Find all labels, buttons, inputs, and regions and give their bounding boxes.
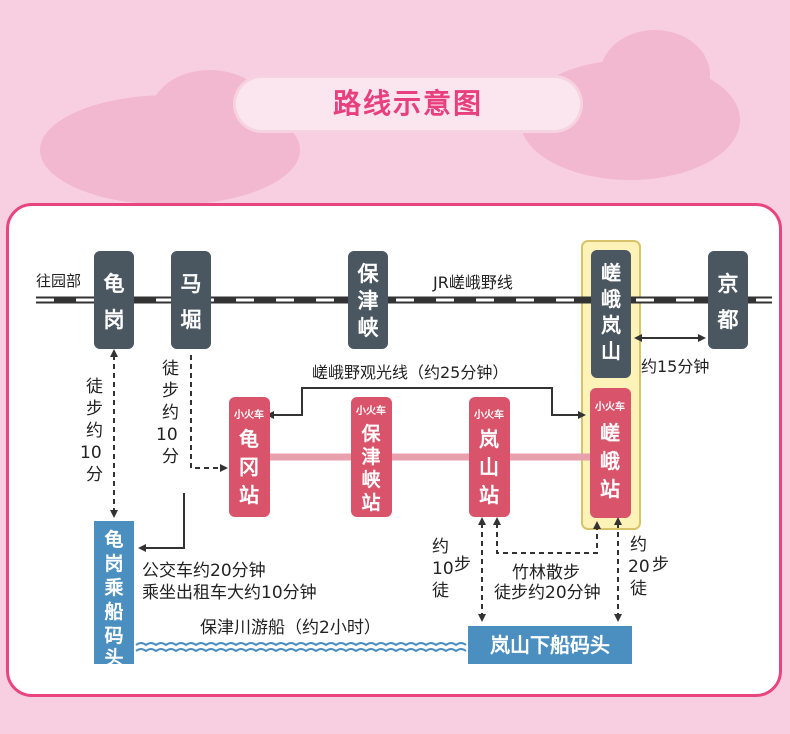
jr-station-umahori: 马 堀 — [171, 251, 211, 349]
to-kyoto-time: 约15分钟 — [641, 357, 709, 376]
torokko-prefix: 小火车 — [233, 408, 264, 421]
kameoka-pier: 龟 岗 乘 船 码 头 — [94, 521, 134, 669]
kameoka-walk-c1: 徒 — [86, 377, 103, 397]
kameoka-pier-c5: 码 — [104, 625, 123, 647]
umahori-walk-c1: 徒 — [162, 359, 179, 379]
torokko-station-kameoka: 小火车 龟 冈 站 — [229, 397, 270, 517]
bamboo-walk-arrow — [493, 517, 601, 554]
jr-line-label: JR嵯峨野线 — [432, 273, 513, 292]
torokko-hozukyo-c3: 峡 — [361, 468, 381, 491]
jr-left-end-label: 往园部 — [36, 272, 81, 290]
jr-station-umahori-char2: 堀 — [181, 308, 202, 332]
kameoka-pier-c1: 龟 — [104, 528, 123, 551]
jr-station-kyoto-char1: 京 — [718, 272, 739, 296]
jr-station-hozukyo-char1: 保 — [357, 262, 380, 286]
torokko-arashiyama-c3: 站 — [479, 483, 499, 507]
torokko-saga-c2: 峨 — [600, 449, 620, 473]
jr-station-umahori-char1: 马 — [181, 272, 202, 296]
jr-station-kameoka-char1: 龟 — [104, 272, 125, 296]
jr-station-saga-char4: 山 — [601, 339, 621, 363]
jr-station-kameoka-char2: 岗 — [104, 308, 125, 332]
jr-station-saga-char1: 嵯 — [601, 261, 621, 285]
umahori-walk-arrow — [190, 355, 228, 472]
torokko-kameoka-c2: 冈 — [239, 455, 259, 479]
umahori-walk-c2: 步 — [162, 381, 179, 401]
boat-route-wave-2 — [135, 648, 467, 653]
kameoka-walk-c2: 步 — [86, 399, 103, 419]
torokko-saga-c1: 嵯 — [600, 421, 620, 445]
kameoka-pier-c4: 船 — [104, 600, 123, 623]
ar-walk-c4: 步 — [454, 555, 471, 575]
ar-walk-c2: 10 — [432, 559, 454, 579]
torokko-prefix: 小火车 — [473, 408, 504, 421]
torokko-station-hozukyo: 小火车 保 津 峡 站 — [351, 397, 392, 517]
torokko-arashiyama-c2: 山 — [479, 455, 499, 479]
boat-label: 保津川游船（约2小时） — [200, 618, 381, 638]
torokko-station-saga: 小火车 嵯 峨 站 — [590, 388, 631, 518]
jr-station-hozukyo-char2: 津 — [358, 289, 379, 313]
jr-station-kyoto-char2: 都 — [717, 308, 739, 332]
kameoka-walk-c3: 约 — [86, 421, 103, 441]
bamboo-label-2: 徒步约20分钟 — [494, 583, 601, 603]
torokko-prefix: 小火车 — [594, 400, 625, 413]
umahori-walk-c5: 分 — [162, 447, 179, 467]
sagano-line-arrow — [266, 387, 586, 419]
bus-taxi-arrow — [138, 493, 185, 552]
jr-station-kyoto: 京 都 — [708, 251, 748, 349]
bus-label: 公交车约20分钟 — [142, 561, 266, 581]
title-banner: 路线示意图 — [236, 78, 580, 130]
kameoka-pier-c3: 乘 — [103, 577, 123, 599]
sg-walk-c1: 约 — [630, 535, 647, 555]
torokko-hozukyo-c4: 站 — [361, 491, 380, 514]
route-card — [6, 203, 782, 697]
bamboo-label-1: 竹林散步 — [512, 563, 580, 583]
kameoka-pier-c6: 头 — [104, 647, 123, 669]
kameoka-pier-c2: 岗 — [104, 553, 123, 575]
torokko-hozukyo-c2: 津 — [361, 445, 380, 468]
kameoka-walk-c4: 10 — [80, 443, 102, 463]
torokko-prefix: 小火车 — [355, 404, 386, 417]
sg-walk-c2: 20 — [628, 557, 650, 577]
torokko-saga-c3: 站 — [600, 477, 620, 501]
jr-station-hozukyo-char3: 峡 — [358, 316, 379, 340]
ar-walk-c1: 约 — [432, 537, 449, 557]
jr-station-kameoka: 龟 岗 — [94, 251, 134, 349]
sagano-label-bg — [310, 361, 554, 383]
torokko-hozukyo-c1: 保 — [360, 422, 381, 445]
jr-station-saga-arashiyama: 嵯 峨 岚 山 — [591, 250, 631, 378]
sg-walk-c3: 徒 — [630, 579, 647, 599]
sg-walk-c4: 步 — [652, 555, 669, 575]
torokko-arashiyama-c1: 岚 — [479, 427, 499, 451]
ar-walk-c3: 徒 — [432, 581, 449, 601]
jr-station-saga-char2: 峨 — [601, 287, 621, 311]
arashiyama-pier-label: 岚山下船码头 — [490, 633, 610, 657]
sagano-line-label: 嵯峨野观光线（约25分钟） — [312, 363, 508, 382]
umahori-walk-c4: 10 — [156, 425, 178, 445]
kameoka-walk-c5: 分 — [86, 465, 103, 485]
arashiyama-pier: 岚山下船码头 — [468, 626, 632, 664]
taxi-label: 乘坐出租车大约10分钟 — [142, 583, 317, 603]
torokko-kameoka-c3: 站 — [239, 483, 259, 507]
jr-station-hozukyo: 保 津 峡 — [348, 251, 388, 349]
page-title: 路线示意图 — [332, 87, 483, 120]
umahori-walk-c3: 约 — [162, 403, 179, 423]
boat-route-wave — [135, 642, 467, 647]
torokko-station-arashiyama: 小火车 岚 山 站 — [469, 397, 510, 517]
bg-cloud — [600, 30, 710, 120]
torokko-kameoka-c1: 龟 — [239, 427, 259, 451]
jr-station-saga-char3: 岚 — [601, 313, 621, 337]
